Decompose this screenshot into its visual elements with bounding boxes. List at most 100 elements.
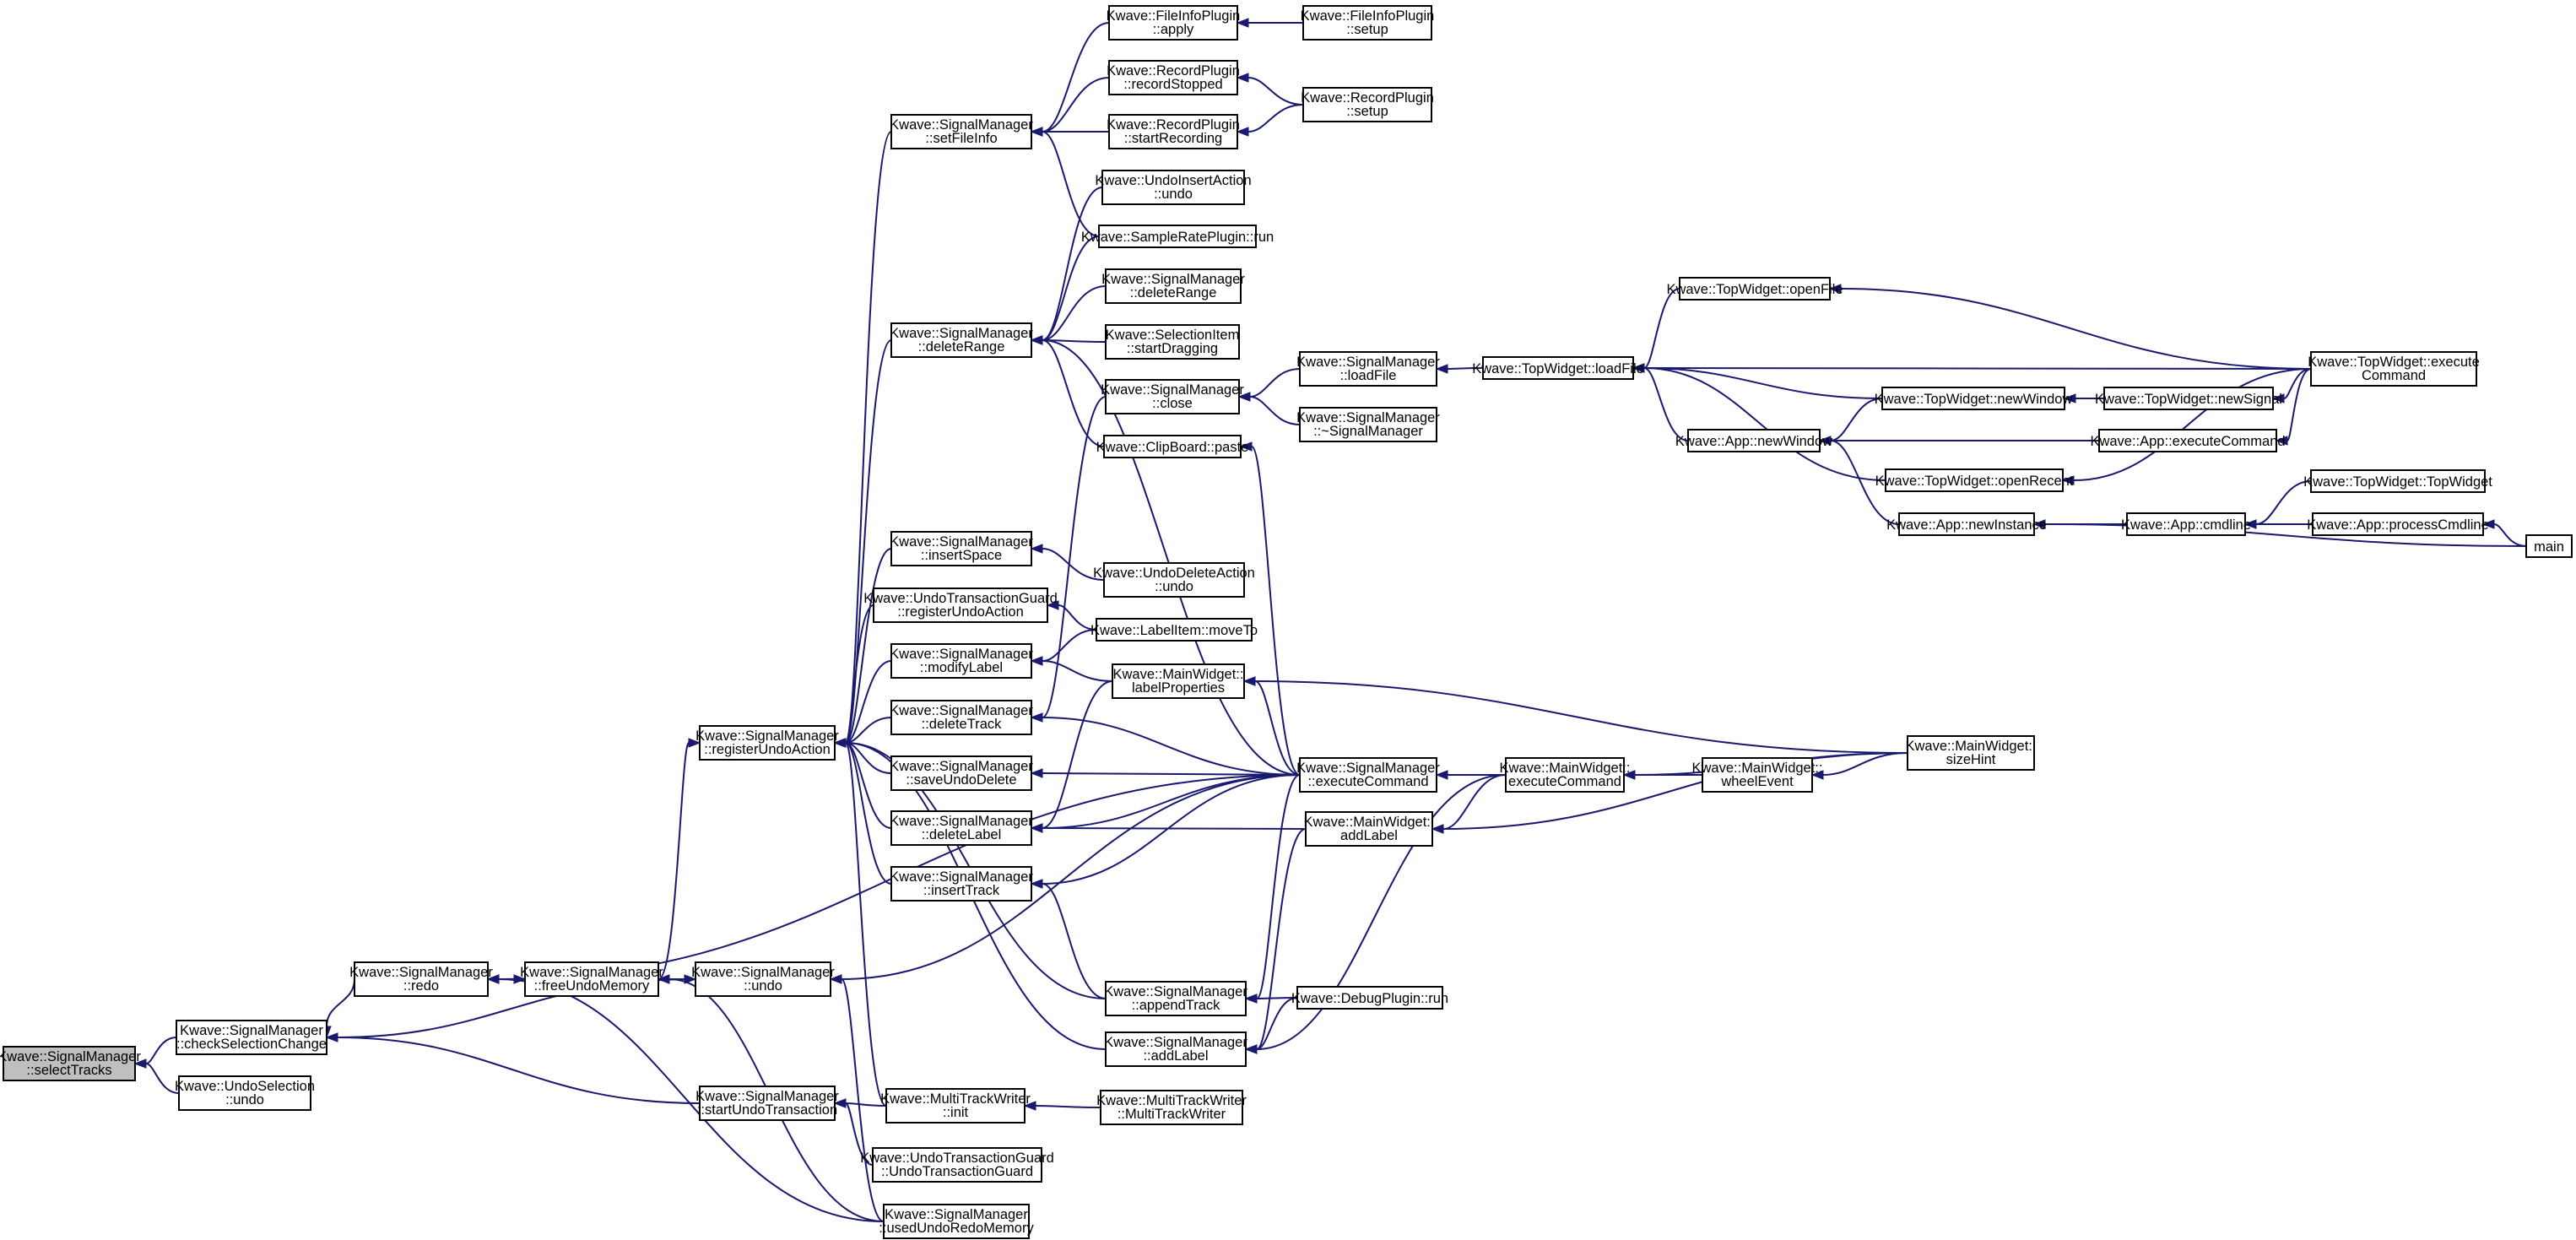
node-appExecuteCommand[interactable]: Kwave::App::executeCommand <box>2090 429 2286 452</box>
node-label: Kwave::SignalManager <box>1104 1035 1247 1050</box>
node-box <box>1108 114 1238 149</box>
node-freeUndoMemory[interactable]: Kwave::SignalManager::freeUndoMemory <box>520 961 663 997</box>
node-multiTrackWriterCtor[interactable]: Kwave::MultiTrackWriter::MultiTrackWrite… <box>1096 1090 1247 1125</box>
node-label: Kwave::MainWidget:: <box>1906 739 2037 754</box>
node-insertSpace[interactable]: Kwave::SignalManager::insertSpace <box>890 531 1033 566</box>
call-edge-undoSelectionUndo-to-selectTracks <box>133 1059 180 1094</box>
node-checkSelectionChange[interactable]: Kwave::SignalManager::checkSelectionChan… <box>176 1020 327 1055</box>
node-smDeleteRange[interactable]: Kwave::SignalManager::deleteRange <box>1101 268 1245 304</box>
node-undoDeleteUndo[interactable]: Kwave::UndoDeleteAction::undo <box>1093 562 1255 598</box>
node-setFileInfo[interactable]: Kwave::SignalManager::setFileInfo <box>890 114 1033 149</box>
call-edge-twNewSignal-to-twNewWindow <box>2063 393 2104 403</box>
call-edge-mwAddLabel-to-deleteLabel <box>1030 823 1307 833</box>
edge-line <box>1042 772 1301 776</box>
node-appendTrack[interactable]: Kwave::SignalManager::appendTrack <box>1104 981 1247 1016</box>
node-undoTransactionGuardCtor[interactable]: Kwave::UndoTransactionGuard::UndoTransac… <box>860 1147 1054 1183</box>
node-label: ::selectTracks <box>26 1063 111 1078</box>
arrow-head-icon <box>1030 768 1043 778</box>
node-label: ::deleteRange <box>1130 285 1217 301</box>
edge-line <box>841 978 885 1222</box>
node-fileInfoApply[interactable]: Kwave::FileInfoPlugin::apply <box>1107 5 1241 41</box>
node-labelMoveTo[interactable]: Kwave::LabelItem::moveTo <box>1090 618 1258 642</box>
node-recordStopped[interactable]: Kwave::RecordPlugin::recordStopped <box>1107 60 1240 95</box>
node-label: Kwave::SelectionItem <box>1106 328 1240 343</box>
node-box <box>1907 735 2035 771</box>
node-deleteTrack[interactable]: Kwave::SignalManager::deleteTrack <box>890 700 1033 735</box>
node-label: ::UndoTransactionGuard <box>881 1164 1033 1179</box>
node-modifyLabel[interactable]: Kwave::SignalManager::modifyLabel <box>890 643 1033 679</box>
node-undo[interactable]: Kwave::SignalManager::undo <box>691 961 835 997</box>
node-startUndoTransaction[interactable]: Kwave::SignalManager::startUndoTransacti… <box>695 1086 839 1121</box>
node-registerUndoAction[interactable]: Kwave::SignalManager::registerUndoAction <box>695 725 839 761</box>
node-twOpenFile[interactable]: Kwave::TopWidget::openFile <box>1666 277 1843 301</box>
node-mwSizeHint[interactable]: Kwave::MainWidget::sizeHint <box>1906 735 2037 771</box>
node-deleteLabel[interactable]: Kwave::SignalManager::deleteLabel <box>890 810 1033 846</box>
node-appProcessCmdline[interactable]: Kwave::App::processCmdline <box>2307 512 2489 536</box>
node-mwExecuteCommand[interactable]: Kwave::MainWidget::executeCommand <box>1500 757 1631 793</box>
call-edge-twExecuteCommand-to-appExecuteCommand <box>2275 368 2312 446</box>
call-edge-mwAddLabel-to-addLabel <box>1244 828 1307 1054</box>
node-smLoadFile[interactable]: Kwave::SignalManager::loadFile <box>1296 351 1440 387</box>
node-box <box>890 114 1032 149</box>
node-addLabel[interactable]: Kwave::SignalManager::addLabel <box>1104 1032 1247 1067</box>
edge-line <box>337 1037 701 1104</box>
node-usedUndoRedoMemory[interactable]: Kwave::SignalManager::usedUndoRedoMemory <box>879 1204 1034 1239</box>
node-insertTrack[interactable]: Kwave::SignalManager::insertTrack <box>890 866 1033 902</box>
node-twNewSignal[interactable]: Kwave::TopWidget::newSignal <box>2095 387 2282 410</box>
node-mwWheelEvent[interactable]: Kwave::MainWidget::wheelEvent <box>1692 757 1823 793</box>
node-smDtor[interactable]: Kwave::SignalManager::~SignalManager <box>1296 407 1440 442</box>
node-fileInfoSetup[interactable]: Kwave::FileInfoPlugin::setup <box>1301 5 1435 41</box>
call-edge-debugRun-to-addLabel <box>1244 997 1298 1054</box>
node-labelProperties[interactable]: Kwave::MainWidget::labelProperties <box>1112 663 1245 699</box>
node-redo[interactable]: Kwave::SignalManager::redo <box>349 961 493 997</box>
node-box <box>1898 512 2035 536</box>
node-label: Kwave::SignalManager <box>0 1049 141 1064</box>
node-box <box>1108 60 1238 95</box>
node-label: ::apply <box>1153 22 1194 37</box>
node-twNewWindow[interactable]: Kwave::TopWidget::newWindow <box>1875 387 2073 410</box>
node-box <box>1299 351 1437 387</box>
node-undoSelectionUndo[interactable]: Kwave::UndoSelection::undo <box>175 1075 315 1111</box>
node-mwAddLabel[interactable]: Kwave::MainWidget::addLabel <box>1304 811 1435 847</box>
node-label: Kwave::MainWidget:: <box>1113 667 1244 682</box>
node-twLoadFile[interactable]: Kwave::TopWidget::loadFile <box>1472 356 1644 380</box>
node-twOpenRecent[interactable]: Kwave::TopWidget::openRecent <box>1875 468 2074 492</box>
node-recordSetup[interactable]: Kwave::RecordPlugin::setup <box>1301 87 1434 122</box>
arrow-head-icon <box>1030 879 1043 889</box>
node-smExecuteCommand[interactable]: Kwave::SignalManager::executeCommand <box>1296 757 1440 793</box>
node-label: Kwave::SignalManager <box>890 117 1033 133</box>
node-appNewWindow[interactable]: Kwave::App::newWindow <box>1675 429 1832 452</box>
node-box <box>1100 1090 1243 1125</box>
node-selStartDragging[interactable]: Kwave::SelectionItem::startDragging <box>1105 324 1240 360</box>
call-edge-mwSizeHint-to-labelProperties <box>1242 676 1908 754</box>
node-multiTrackWriterInit[interactable]: Kwave::MultiTrackWriter::init <box>880 1088 1031 1124</box>
node-undoInsertUndo[interactable]: Kwave::UndoInsertAction::undo <box>1095 170 1252 205</box>
node-utgRegisterUndoAction[interactable]: Kwave::UndoTransactionGuard::registerUnd… <box>863 588 1058 623</box>
call-edge-smExecuteCommand-to-saveUndoDelete <box>1030 768 1301 778</box>
node-startRecording[interactable]: Kwave::RecordPlugin::startRecording <box>1107 114 1240 149</box>
edge-line <box>1042 774 1301 885</box>
node-saveUndoDelete[interactable]: Kwave::SignalManager::saveUndoDelete <box>890 755 1033 791</box>
edge-line <box>1042 236 1100 341</box>
node-box <box>1885 468 2064 492</box>
node-label: Kwave::TopWidget::loadFile <box>1472 361 1644 376</box>
node-twCtor[interactable]: Kwave::TopWidget::TopWidget <box>2303 469 2492 493</box>
node-box <box>1687 429 1821 452</box>
edge-line <box>1042 680 1113 829</box>
node-debugRun[interactable]: Kwave::DebugPlugin::run <box>1291 986 1448 1010</box>
node-clipPaste[interactable]: Kwave::ClipBoard::paste <box>1096 435 1249 458</box>
node-label: ::setFileInfo <box>925 131 997 146</box>
node-smClose[interactable]: Kwave::SignalManager::close <box>1101 379 1244 414</box>
node-label: Kwave::UndoTransactionGuard <box>860 1151 1054 1166</box>
edge-line <box>1042 339 1301 776</box>
node-deleteRange[interactable]: Kwave::SignalManager::deleteRange <box>890 322 1033 358</box>
node-label: Kwave::MainWidget:: <box>1500 761 1631 776</box>
node-appNewInstance[interactable]: Kwave::App::newInstance <box>1886 512 2047 536</box>
node-twExecuteCommand[interactable]: Kwave::TopWidget::executeCommand <box>2308 351 2480 387</box>
node-appCmdline[interactable]: Kwave::App::cmdline <box>2121 512 2251 536</box>
node-sampleRateRun[interactable]: Kwave::SampleRatePlugin::run <box>1081 225 1274 248</box>
node-main[interactable]: main <box>2525 534 2573 558</box>
node-label: ::undo <box>744 978 782 994</box>
node-label: Kwave::TopWidget::execute <box>2308 355 2480 370</box>
node-selectTracks[interactable]: Kwave::SignalManager::selectTracks <box>0 1046 141 1081</box>
